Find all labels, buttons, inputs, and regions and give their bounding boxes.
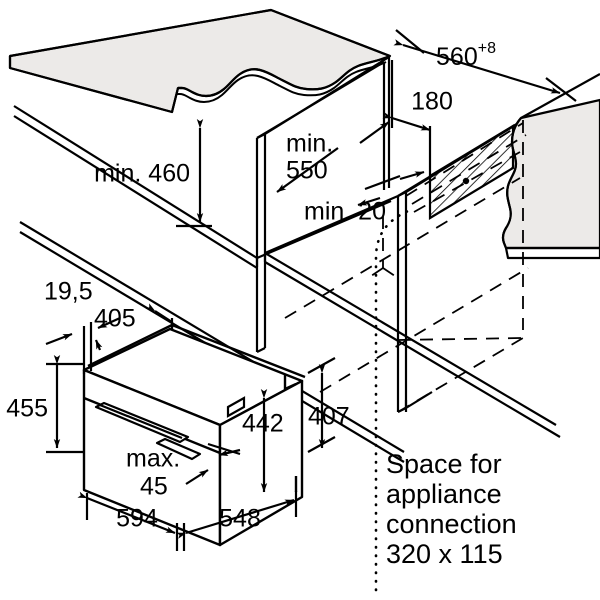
appliance-door-lower-handle (155, 437, 202, 461)
dim-label-548: 548 (219, 505, 261, 533)
dim-label-405: 405 (94, 305, 136, 333)
dim-line-548 (176, 491, 298, 551)
dim-line-455 (46, 355, 84, 454)
note-connection-line3: connection (386, 509, 517, 539)
connection-recess-hatched (428, 124, 515, 220)
note-connection-line2: appliance (386, 479, 502, 509)
note-connection-line1: Space for (386, 449, 502, 479)
dim-line-560 (393, 29, 577, 102)
note-connection-line4: 320 x 115 (386, 539, 503, 569)
right-wall-panel (501, 73, 600, 260)
dim-label-407: 407 (308, 403, 350, 431)
dim-label-594: 594 (116, 505, 158, 533)
dim-label-195: 19,5 (44, 278, 93, 306)
dim-label-550-line2: 550 (286, 157, 328, 185)
hidden-construction-lines (284, 120, 529, 413)
dim-line-405 (94, 303, 174, 351)
dim-line-180 (382, 60, 432, 180)
dim-line-195 (45, 322, 93, 374)
dim-label-max45-line2: 45 (140, 473, 168, 501)
dim-line-max45 (185, 442, 241, 485)
dim-label-180: 180 (411, 88, 453, 116)
dim-label-max45-line1: max. (126, 445, 180, 473)
appliance-side-vent (226, 396, 246, 418)
dim-label-550-line1: min. (286, 130, 333, 158)
dim-line-20 (357, 170, 425, 207)
dim-label-460: min. 460 (94, 160, 190, 188)
dim-line-407 (307, 357, 336, 453)
dim-label-560: 560+8 (436, 40, 496, 70)
dim-label-20: min. 20 (304, 198, 386, 226)
connection-space-dotted-line (374, 206, 416, 592)
worktop-panel-top-break-edge (176, 61, 387, 104)
dim-line-550 (276, 121, 390, 193)
dim-label-442: 442 (242, 410, 284, 438)
dim-label-455: 455 (6, 395, 48, 423)
dim-line-460 (176, 119, 212, 228)
appliance-door-handle (94, 401, 190, 444)
worktop-panel-top (8, 8, 392, 114)
recess-center-dot (462, 177, 470, 185)
